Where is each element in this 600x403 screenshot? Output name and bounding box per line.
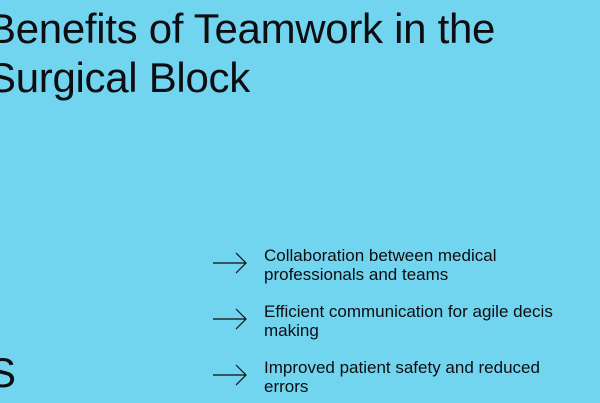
benefit-item: Efficient communication for agile decis … — [212, 302, 600, 358]
benefit-text: Collaboration between medical profession… — [264, 246, 600, 284]
arrow-right-icon — [213, 252, 247, 274]
benefit-text-line: errors — [264, 377, 309, 396]
title-line: Benefits of Teamwork in the — [0, 5, 496, 52]
slide-title: Benefits of Teamwork in the Surgical Blo… — [0, 4, 600, 102]
benefit-text: Efficient communication for agile decis … — [264, 302, 600, 340]
benefits-list: Collaboration between medical profession… — [212, 246, 600, 403]
partial-text-glyph: S — [0, 349, 17, 396]
arrow-right-icon — [213, 308, 247, 330]
benefit-item: Improved patient safety and reduced erro… — [212, 358, 600, 403]
benefit-text-line: professionals and teams — [264, 265, 449, 284]
benefit-text-line: Collaboration between medical — [264, 246, 497, 265]
benefit-text-line: making — [264, 321, 319, 340]
arrow-right-icon — [213, 364, 247, 386]
benefit-text-line: Improved patient safety and reduced — [264, 358, 540, 377]
title-line: Surgical Block — [0, 54, 250, 101]
benefit-item: Collaboration between medical profession… — [212, 246, 600, 302]
benefit-text-line: Efficient communication for agile decis — [264, 302, 553, 321]
benefit-text: Improved patient safety and reduced erro… — [264, 358, 600, 396]
